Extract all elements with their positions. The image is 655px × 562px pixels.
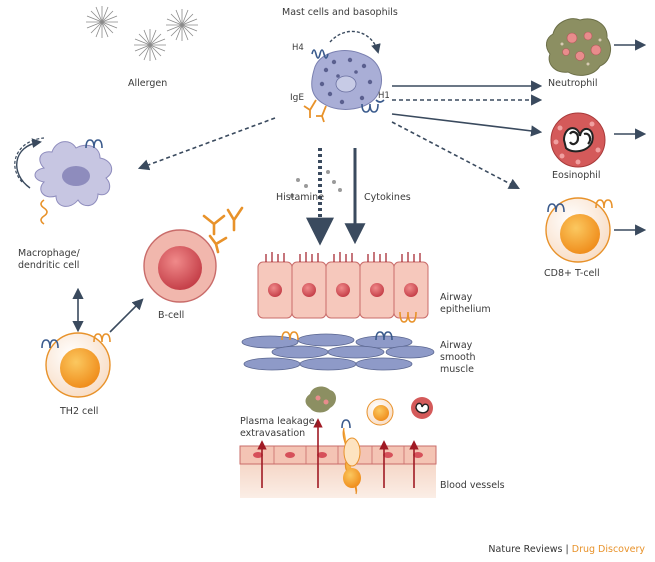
bcell-label: B-cell [158,310,185,321]
eosinophil-label: Eosinophil [552,170,601,181]
b-cell [143,229,217,303]
th2-cell [41,332,111,398]
airway-epithelium-label: Airway epithelium [440,292,491,315]
allergen-label: Allergen [128,78,168,89]
journal-section: Drug Discovery [571,544,645,555]
macrophage-label: Macrophage/ dendritic cell [18,248,80,271]
mast-cells-label: Mast cells and basophils [282,7,398,18]
small-eosinophil [411,397,433,419]
macrophage-dashed-loop [14,137,45,183]
mast-cell-autocrine-arrow [329,30,381,54]
blood-vessel [239,419,437,498]
macrophage-autocrine-arrow [16,138,42,189]
h1-label: H1 [378,91,390,101]
airway-smooth-muscle-label: Airway smooth muscle [440,340,476,375]
journal-credit: Nature Reviews | Drug Discovery [488,544,645,555]
mast-cell [303,49,385,123]
th2-bcell-arrow [109,298,144,333]
small-neutrophil [305,386,336,413]
leakage-arrows [257,418,419,488]
allergen-particles [86,6,198,61]
eosinophil-cell [550,112,606,168]
airway-epithelium [257,252,429,323]
journal-name: Nature Reviews [488,544,563,555]
credit-separator: | [562,544,572,555]
airway-smooth-muscle [241,333,435,371]
cd8-t-cell [545,197,613,263]
small-t-cell [366,398,394,426]
macrophage-cell [34,139,113,225]
neutrophil-label: Neutrophil [548,78,598,89]
cd8-label: CD8+ T-cell [544,268,600,279]
th2-label: TH2 cell [60,406,99,417]
plasma-leakage-label: Plasma leakage, extravasation [240,416,318,439]
histamine-label: Histamine [276,192,325,203]
antibodies [202,206,244,254]
ige-label: IgE [290,93,305,103]
mast-cell-arrows [137,80,543,190]
h4-label: H4 [292,43,304,53]
cytokines-label: Cytokines [364,192,411,203]
effector-out-arrows [614,39,647,236]
histamine-dots [290,170,342,198]
blood-vessels-label: Blood vessels [440,480,505,491]
neutrophil-cell [545,18,611,76]
